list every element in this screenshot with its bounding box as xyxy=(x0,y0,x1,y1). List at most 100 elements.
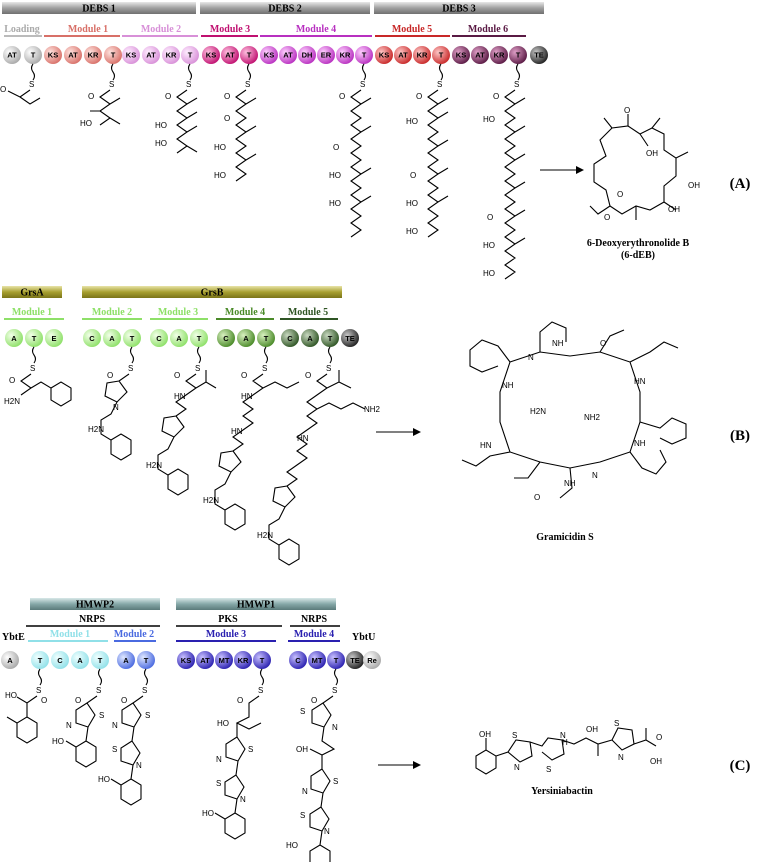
svg-text:HO: HO xyxy=(214,143,226,152)
svg-text:O: O xyxy=(75,696,81,705)
c-product-structure: OH S N N H S OH S N O OH xyxy=(475,719,662,775)
svg-text:S: S xyxy=(112,745,117,754)
a-product-name-line1: 6-Deoxyerythronolide B xyxy=(587,238,690,249)
c-domain-12: C xyxy=(295,656,301,665)
panel-b: GrsA GrsB Module 1 Module 2 Module 3 Mod… xyxy=(2,286,750,566)
c-domain-7: KS xyxy=(181,656,191,665)
debs1-bar xyxy=(2,2,196,14)
svg-text:O: O xyxy=(600,339,606,348)
panel-a: DEBS 1 DEBS 2 DEBS 3 Loading Module 1 Mo… xyxy=(0,2,750,280)
svg-text:N: N xyxy=(240,795,246,804)
svg-text:O: O xyxy=(165,92,171,101)
svg-text:HO: HO xyxy=(217,719,229,728)
hmwp2-bar xyxy=(30,598,160,610)
a-module-1: Module 1 xyxy=(68,24,108,35)
c-module-4: Module 4 xyxy=(294,629,334,640)
svg-text:HO: HO xyxy=(483,241,495,250)
svg-text:H2N: H2N xyxy=(88,425,104,434)
svg-text:N: N xyxy=(112,721,118,730)
hmwp2-label: HMWP2 xyxy=(76,600,114,611)
svg-text:O: O xyxy=(305,371,311,380)
svg-text:S: S xyxy=(195,364,200,373)
svg-text:S: S xyxy=(99,711,104,720)
c-domains: A T C A T A T KS AT MT KR T C MT T TE Re xyxy=(1,651,381,669)
svg-text:S: S xyxy=(332,686,337,695)
c-domain-6: T xyxy=(144,656,149,665)
svg-text:HO: HO xyxy=(286,841,298,850)
svg-text:S: S xyxy=(512,731,517,740)
svg-text:HN: HN xyxy=(241,392,253,401)
nrps2-label: NRPS xyxy=(301,614,328,625)
c-domain-11: T xyxy=(260,656,265,665)
svg-text:S: S xyxy=(258,686,263,695)
grsb-label: GrsB xyxy=(201,288,224,299)
svg-text:S: S xyxy=(36,686,41,695)
svg-text:HO: HO xyxy=(406,199,418,208)
svg-text:HO: HO xyxy=(483,269,495,278)
svg-text:S: S xyxy=(248,745,253,754)
a-product-structure: O OH OH OH O O xyxy=(589,106,700,222)
a-module-6: Module 6 xyxy=(468,24,508,35)
svg-text:O: O xyxy=(224,114,230,123)
c-domain-10: KR xyxy=(238,656,249,665)
svg-text:S: S xyxy=(514,80,519,89)
b-product-structure: NH O HN NH2 H2N NH N NH HN NH N O xyxy=(461,321,687,502)
b-domain-6: C xyxy=(156,334,162,343)
svg-text:O: O xyxy=(0,85,6,94)
a-domains: AT T KS AT KR T KS AT KR T KS AT T KS AT… xyxy=(3,46,548,64)
svg-text:S: S xyxy=(96,686,101,695)
svg-text:OH: OH xyxy=(668,205,680,214)
debs2-bar xyxy=(200,2,370,14)
svg-text:O: O xyxy=(410,171,416,180)
c-domain-16: Re xyxy=(367,656,377,665)
a-domain-13: KS xyxy=(264,51,274,60)
svg-text:H: H xyxy=(562,738,568,747)
b-product-name: Gramicidin S xyxy=(536,532,594,543)
b-domain-2: E xyxy=(51,334,56,343)
debs2-label: DEBS 2 xyxy=(268,4,302,15)
c-domain-13: MT xyxy=(312,656,323,665)
svg-text:HO: HO xyxy=(155,139,167,148)
grsa-bar xyxy=(2,286,62,298)
a-domain-25: KR xyxy=(494,51,505,60)
svg-text:S: S xyxy=(109,80,114,89)
svg-text:N: N xyxy=(113,403,119,412)
grsb-bar xyxy=(82,286,342,298)
a-domain-7: AT xyxy=(146,51,156,60)
c-domain-15: TE xyxy=(350,656,360,665)
svg-text:HN: HN xyxy=(174,392,186,401)
b-domain-8: T xyxy=(197,334,202,343)
a-intermediates: S O S O HO S O HO HO S O O HO HO xyxy=(0,63,526,280)
svg-text:S: S xyxy=(300,707,305,716)
b-domain-10: A xyxy=(243,334,249,343)
svg-text:S: S xyxy=(614,719,619,728)
a-domain-16: ER xyxy=(321,51,332,60)
a-domain-6: KS xyxy=(126,51,136,60)
b-domain-4: A xyxy=(109,334,115,343)
a-module-2: Module 2 xyxy=(141,24,181,35)
svg-text:S: S xyxy=(262,364,267,373)
b-domain-9: C xyxy=(223,334,229,343)
svg-text:O: O xyxy=(656,733,662,742)
svg-text:H2N: H2N xyxy=(257,531,273,540)
svg-text:H2N: H2N xyxy=(146,461,162,470)
svg-text:O: O xyxy=(88,92,94,101)
grsa-label: GrsA xyxy=(20,288,44,299)
b-module-5: Module 5 xyxy=(288,307,328,318)
svg-text:S: S xyxy=(30,364,35,373)
b-domains: A T E C A T C A T C A T C A T TE xyxy=(5,329,359,347)
svg-text:NH2: NH2 xyxy=(364,405,381,414)
svg-text:O: O xyxy=(333,143,339,152)
svg-text:N: N xyxy=(592,471,598,480)
svg-text:O: O xyxy=(237,696,243,705)
b-module-1: Module 1 xyxy=(12,307,52,318)
svg-text:S: S xyxy=(216,779,221,788)
hmwp1-bar xyxy=(176,598,336,610)
svg-text:HO: HO xyxy=(329,171,341,180)
svg-text:HO: HO xyxy=(406,227,418,236)
c-module-3: Module 3 xyxy=(206,629,246,640)
c-domain-9: MT xyxy=(219,656,230,665)
svg-text:S: S xyxy=(186,80,191,89)
svg-text:NH: NH xyxy=(552,339,564,348)
a-domain-9: T xyxy=(188,51,193,60)
